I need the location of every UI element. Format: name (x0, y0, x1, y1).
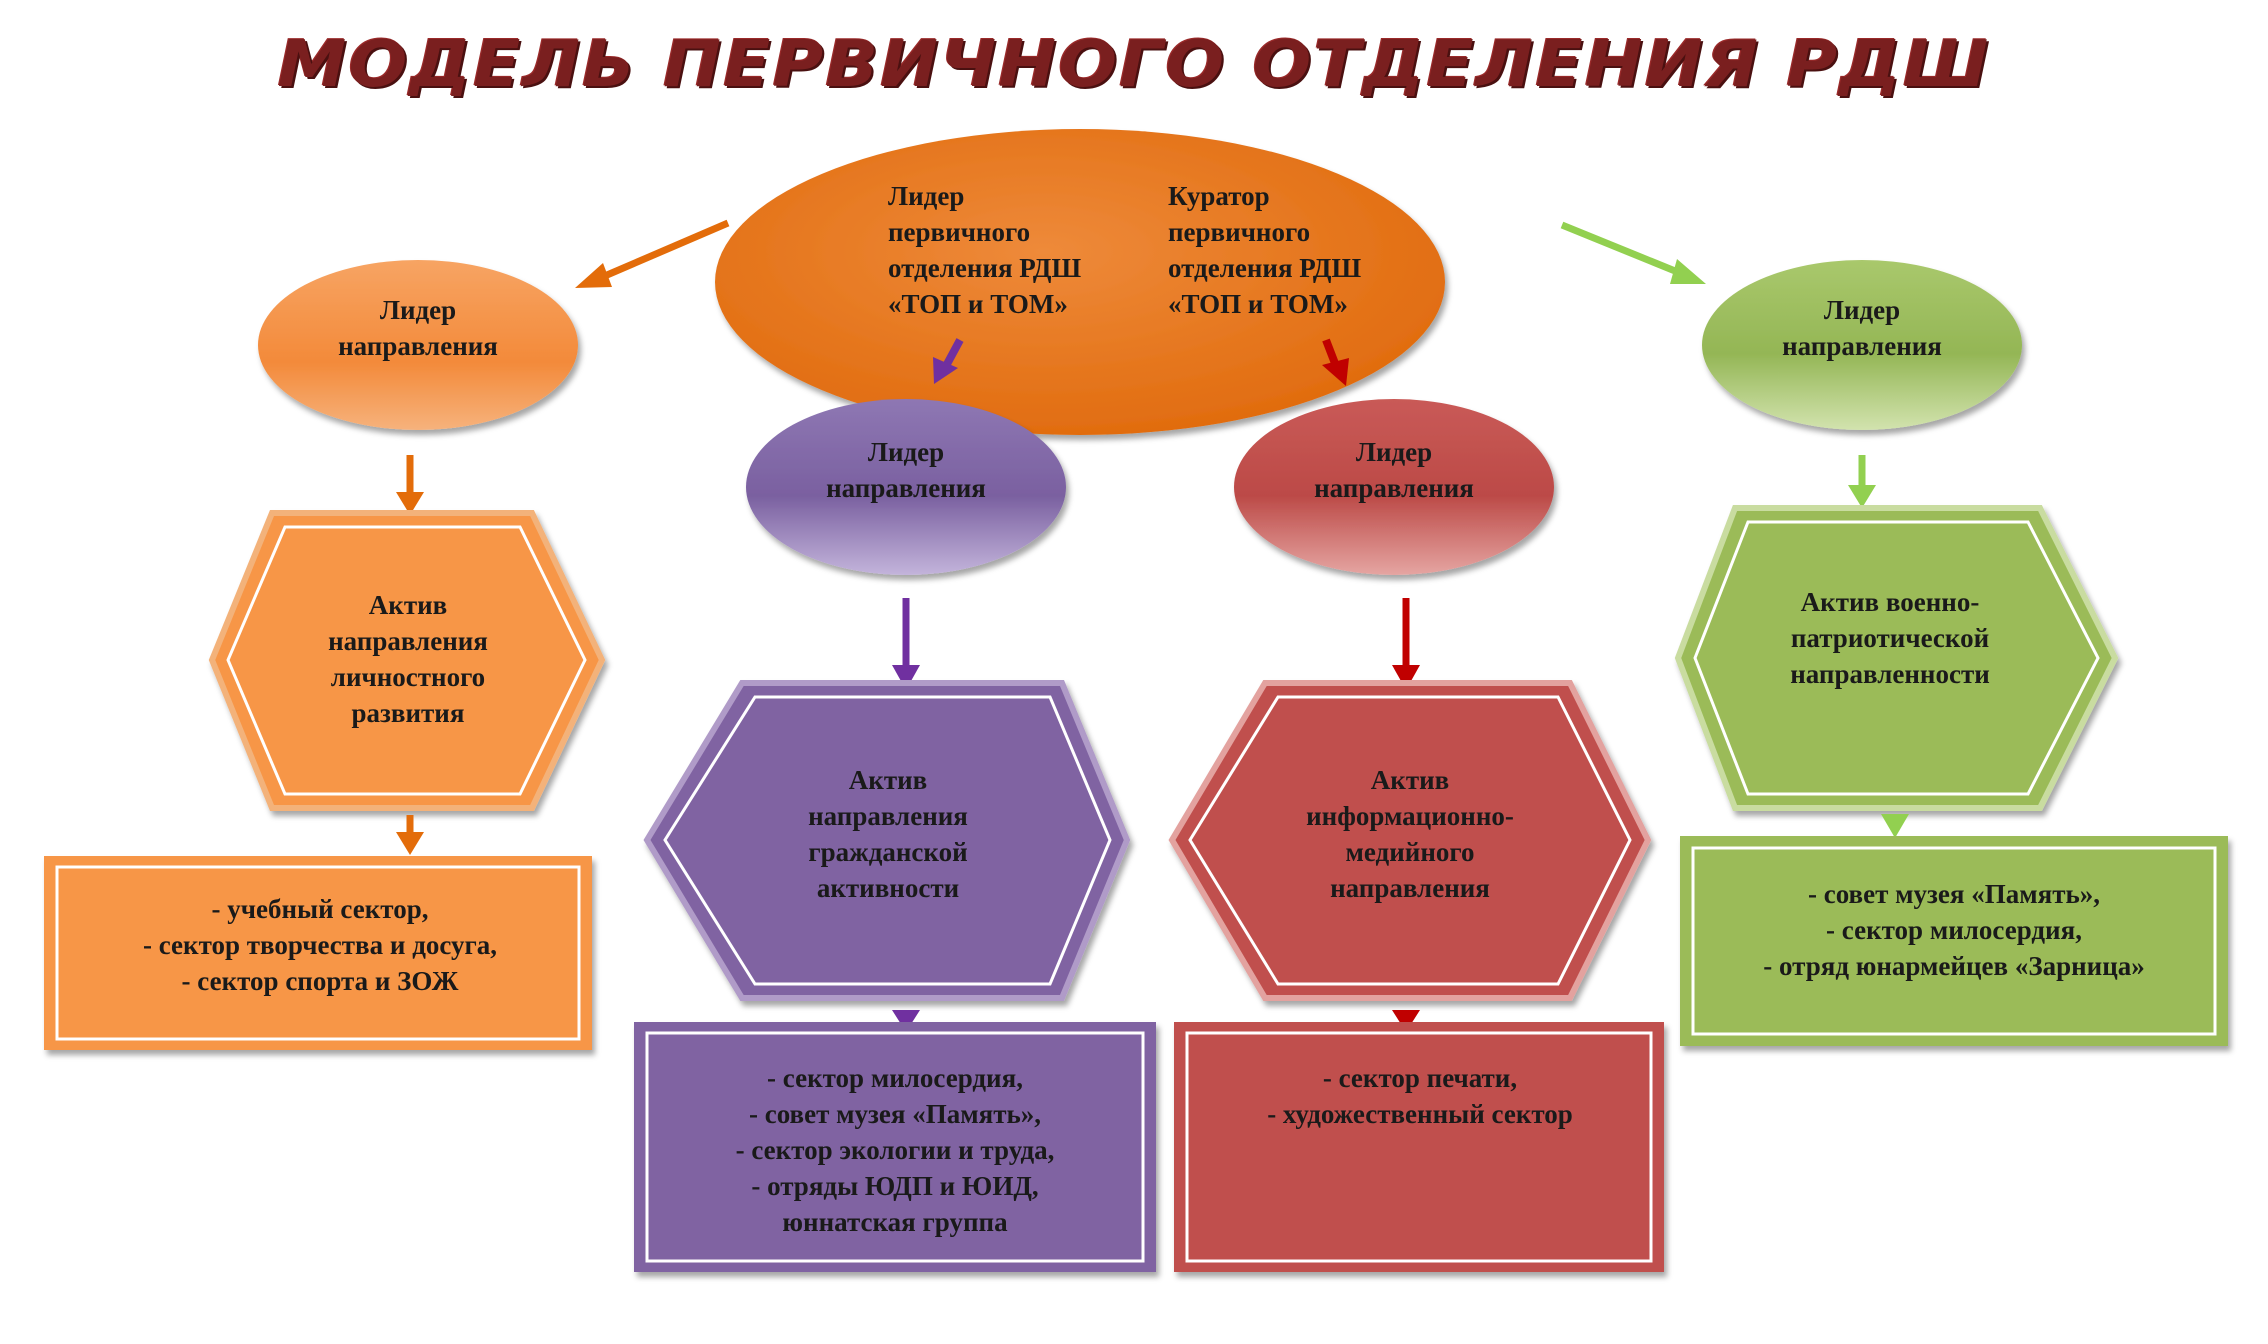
activ-line: направленности (1790, 659, 1990, 689)
activ-hexagon-military (1674, 505, 2119, 811)
arrow-center-to-civic (933, 338, 964, 384)
arrow-activ-to-sectors-personal (396, 815, 424, 855)
arrow-leader-to-activ-personal (396, 455, 424, 515)
center-leader-line: отделения РДШ (888, 253, 1082, 283)
sectors-text-media: - сектор печати, - художественный сектор (1190, 1058, 1650, 1134)
activ-line: медийного (1345, 837, 1475, 867)
activ-text-military: Актив военно- патриотической направленно… (1740, 582, 2040, 694)
activ-hexagon-civic (643, 680, 1131, 1001)
leader-text-civic: Лидер направления (786, 432, 1026, 508)
leader-text-military: Лидер направления (1742, 290, 1982, 366)
arrow-center-to-right (1560, 221, 1706, 284)
sector-line: - отряд юнармейцев «Зарница» (1763, 951, 2145, 981)
arrow-activ-to-sectors-media (1392, 1010, 1420, 1032)
activ-line: направления (328, 626, 488, 656)
leader-line: направления (1782, 331, 1942, 361)
sector-line: - сектор печати, (1322, 1063, 1518, 1093)
activ-line: гражданской (808, 837, 968, 867)
activ-line: развития (351, 698, 465, 728)
arrow-activ-to-sectors-civic (892, 1010, 920, 1032)
leader-line: Лидер (1823, 295, 1901, 325)
activ-line: патриотической (1790, 623, 1990, 653)
activ-line: Актив (848, 765, 928, 795)
center-leader-text: Лидер первичного отделения РДШ «ТОП и ТО… (888, 176, 1148, 324)
sector-line: - сектор экологии и труда, (735, 1135, 1055, 1165)
leader-ellipse-personal (258, 260, 578, 430)
center-leader-line: «ТОП и ТОМ» (888, 289, 1068, 319)
leader-line: направления (1314, 473, 1474, 503)
leader-text-media: Лидер направления (1274, 432, 1514, 508)
activ-line: Актив военно- (1800, 587, 1980, 617)
sectors-text-personal: - учебный сектор, - сектор творчества и … (60, 890, 580, 1000)
center-curator-line: отделения РДШ (1168, 253, 1362, 283)
sectors-box-military (1680, 836, 2228, 1046)
center-leader-line: Лидер (888, 181, 965, 211)
leader-line: Лидер (1355, 437, 1433, 467)
leader-line: Лидер (867, 437, 945, 467)
sector-line: - сектор спорта и ЗОЖ (181, 966, 459, 996)
activ-text-civic: Актив направления гражданской активности (738, 760, 1038, 908)
activ-line: направления (1330, 873, 1490, 903)
arrow-leader-to-activ-media (1392, 598, 1420, 690)
sector-line: - совет музея «Память», (748, 1099, 1041, 1129)
center-leader-line: первичного (888, 217, 1031, 247)
activ-hexagon-media (1168, 680, 1652, 1001)
center-ellipse (715, 129, 1445, 435)
activ-hexagon-personal (208, 510, 606, 811)
leader-ellipse-military (1702, 260, 2022, 430)
activ-line: личностного (330, 662, 486, 692)
center-curator-line: «ТОП и ТОМ» (1168, 289, 1348, 319)
sector-line: юннатская группа (782, 1207, 1008, 1237)
activ-line: информационно- (1306, 801, 1514, 831)
arrow-center-to-left (575, 219, 730, 288)
leader-ellipse-media (1234, 399, 1554, 575)
activ-line: активности (816, 873, 960, 903)
sector-line: - отряды ЮДП и ЮИД, (751, 1171, 1039, 1201)
sector-line: - учебный сектор, (211, 894, 429, 924)
activ-text-media: Актив информационно- медийного направлен… (1260, 760, 1560, 908)
activ-line: Актив (1370, 765, 1450, 795)
sectors-text-civic: - сектор милосердия, - совет музея «Памя… (650, 1058, 1140, 1242)
activ-line: направления (808, 801, 968, 831)
leader-line: направления (826, 473, 986, 503)
sectors-text-military: - совет музея «Память», - сектор милосер… (1694, 875, 2214, 985)
sector-line: - сектор творчества и досуга, (143, 930, 497, 960)
sectors-box-personal (44, 856, 592, 1050)
leader-ellipse-civic (746, 399, 1066, 575)
sector-line: - совет музея «Память», (1807, 879, 2100, 909)
sector-line: - сектор милосердия, (767, 1063, 1023, 1093)
arrow-leader-to-activ-civic (892, 598, 920, 690)
sectors-box-civic (634, 1022, 1156, 1272)
center-curator-text: Куратор первичного отделения РДШ «ТОП и … (1168, 176, 1428, 324)
activ-text-personal: Актив направления личностного развития (258, 585, 558, 733)
leader-text-personal: Лидер направления (298, 290, 538, 366)
page-title: МОДЕЛЬ ПЕРВИЧНОГО ОТДЕЛЕНИЯ РДШ (277, 28, 1991, 102)
sector-line: - сектор милосердия, (1826, 915, 2082, 945)
sector-line: - художественный сектор (1267, 1099, 1573, 1129)
leader-line: Лидер (379, 295, 457, 325)
arrow-center-to-media (1322, 338, 1349, 386)
arrow-leader-to-activ-military (1848, 455, 1876, 508)
center-curator-line: Куратор (1168, 181, 1270, 211)
sectors-box-media (1174, 1022, 1664, 1272)
center-curator-line: первичного (1168, 217, 1311, 247)
activ-line: Актив (368, 590, 448, 620)
leader-line: направления (338, 331, 498, 361)
arrow-activ-to-sectors-military (1881, 814, 1909, 838)
